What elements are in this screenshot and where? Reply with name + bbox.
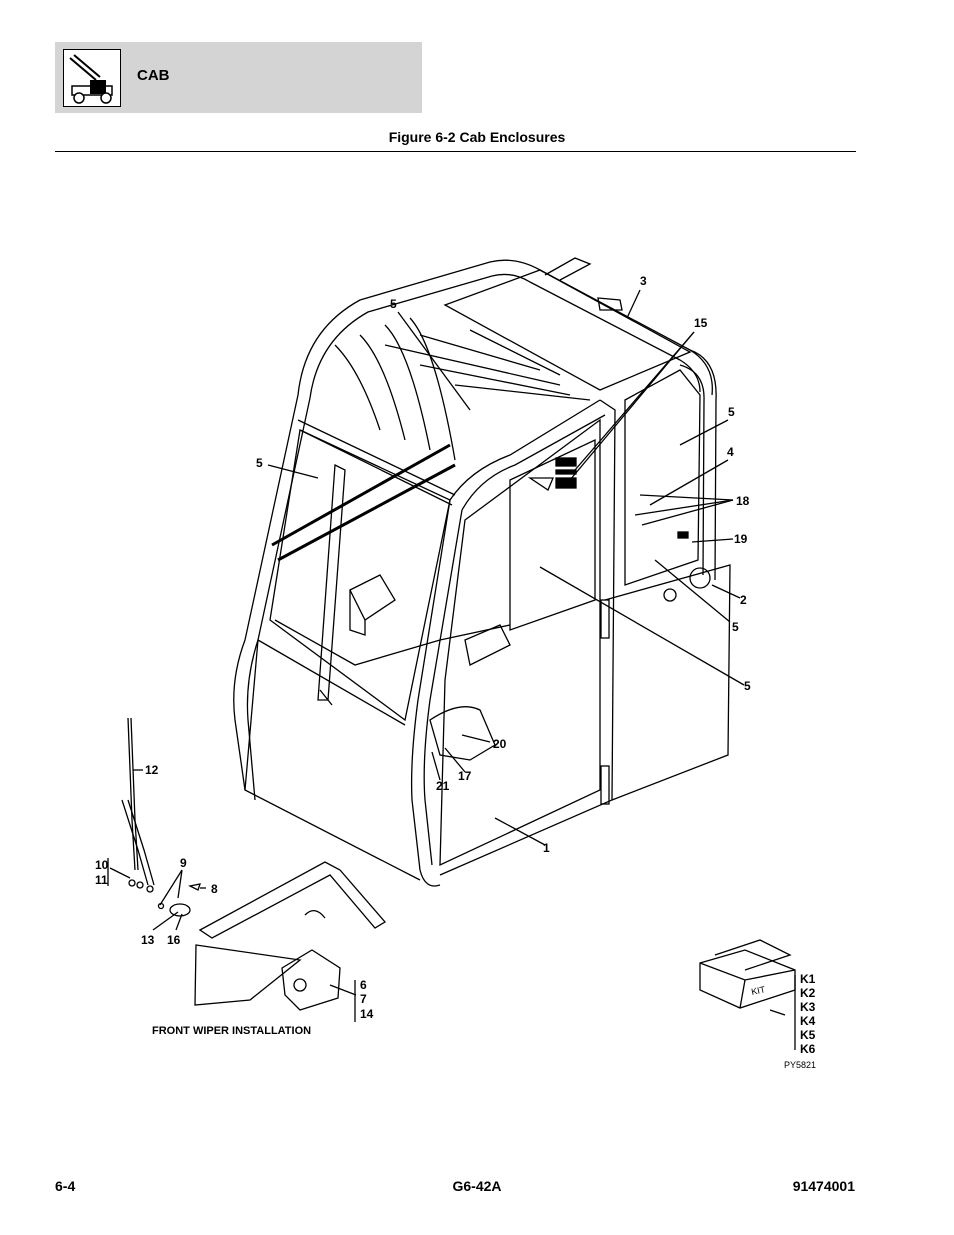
callout-5: 5 <box>744 679 751 693</box>
kit-item: K3 <box>800 1000 816 1014</box>
callout-5: 5 <box>390 297 397 311</box>
kit-item: K6 <box>800 1042 816 1056</box>
callout-6: 6 <box>360 978 367 992</box>
callout-15: 15 <box>694 316 708 330</box>
callout-1: 1 <box>543 841 550 855</box>
callout-17: 17 <box>458 769 472 783</box>
kit-item: K2 <box>800 986 816 1000</box>
callout-5: 5 <box>256 456 263 470</box>
figure-title: Figure 6-2 Cab Enclosures <box>388 129 566 145</box>
callout-3: 3 <box>640 274 647 288</box>
callout-7: 7 <box>360 992 367 1006</box>
section-header: CAB <box>55 42 422 113</box>
callout-8: 8 <box>211 882 218 896</box>
callout-11: 11 <box>95 873 108 887</box>
callout-2: 2 <box>740 593 747 607</box>
callout-12: 12 <box>145 763 159 777</box>
callout-21: 21 <box>436 779 450 793</box>
kit-item: K1 <box>800 972 816 986</box>
kit-item: K5 <box>800 1028 816 1042</box>
wiper-caption: FRONT WIPER INSTALLATION <box>152 1025 311 1037</box>
page-number: 6-4 <box>55 1178 76 1194</box>
callout-13: 13 <box>141 933 155 947</box>
callout-14: 14 <box>360 1007 374 1021</box>
callout-5: 5 <box>728 405 735 419</box>
kit-item-list: K1 K2 K3 K4 K5 K6 <box>800 972 816 1056</box>
document-number: 91474001 <box>792 1178 855 1194</box>
callout-labels: 5 3 15 5 5 4 18 19 2 5 5 20 17 21 1 12 1… <box>95 274 751 1021</box>
kit-box-label: KIT <box>750 984 766 997</box>
kit-item: K4 <box>800 1014 816 1028</box>
callout-19: 19 <box>734 532 748 546</box>
callout-4: 4 <box>727 445 734 459</box>
callout-5: 5 <box>732 620 739 634</box>
section-title: CAB <box>137 67 170 84</box>
callout-20: 20 <box>493 737 507 751</box>
callout-16: 16 <box>167 933 181 947</box>
model-number: G6-42A <box>452 1178 502 1194</box>
drawing-number: PY5821 <box>784 1060 816 1070</box>
callout-9: 9 <box>180 856 187 870</box>
cab-linework <box>107 257 796 1050</box>
callout-10: 10 <box>95 858 109 872</box>
telehandler-icon <box>63 49 121 107</box>
header-rule <box>55 151 856 152</box>
callout-18: 18 <box>736 494 750 508</box>
